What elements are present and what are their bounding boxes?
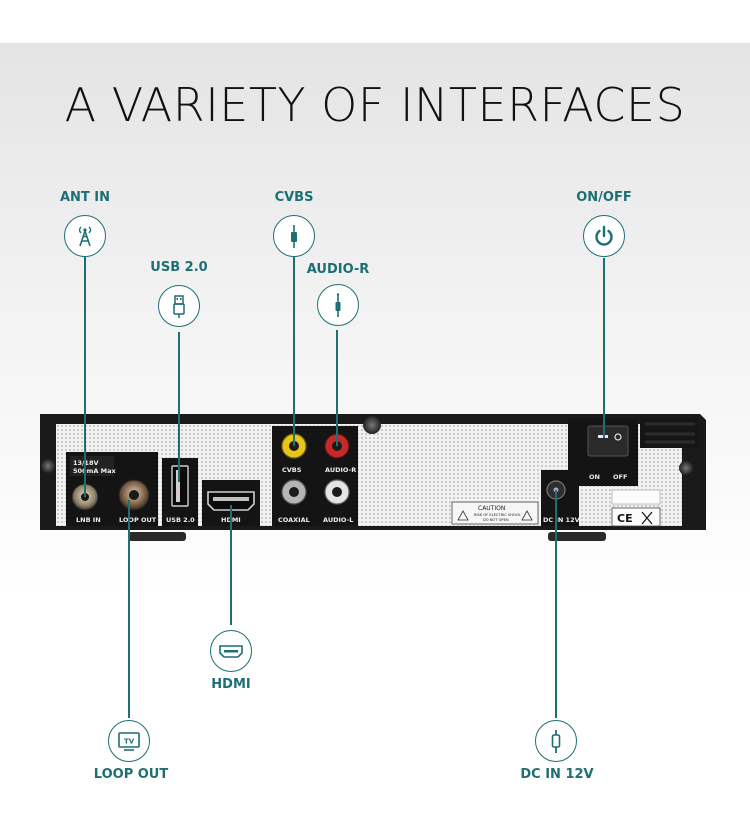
- hdmi-label: HDMI: [211, 677, 251, 692]
- on-off-badge: [583, 215, 625, 257]
- screw: [679, 461, 693, 475]
- audio-r-badge: [317, 284, 359, 326]
- connector-pin: [81, 493, 89, 501]
- usb-leader-line: [178, 332, 180, 482]
- on-off-label: ON/OFF: [576, 190, 632, 205]
- switch-off-label: OFF: [613, 473, 627, 481]
- jack-hole: [289, 487, 299, 497]
- hdmi-badge: [210, 630, 252, 672]
- spec-sticker: [611, 489, 661, 505]
- power-switch: [587, 425, 629, 457]
- dc-in-leader-line: [555, 490, 557, 718]
- loop-out-leader-line: [128, 500, 130, 718]
- power-icon: [595, 225, 613, 246]
- loop-out-label: LOOP OUT: [93, 767, 169, 782]
- switch-mark: [614, 433, 622, 441]
- audio-jack-icon: [335, 293, 341, 317]
- cvbs-badge: [273, 215, 315, 257]
- loop-out-badge: TV: [108, 720, 150, 762]
- caution-text: CAUTION: [478, 505, 505, 512]
- dc-in-badge: [535, 720, 577, 762]
- warning-triangle-icon: [457, 510, 469, 521]
- caution-label: [451, 501, 539, 525]
- ant-in-label: ANT IN: [59, 190, 111, 205]
- hdmi-pins: [213, 497, 249, 501]
- caution-line-2: DO NOT OPEN: [483, 518, 509, 522]
- antenna-tower-icon: [78, 226, 92, 247]
- tv-icon: TV: [118, 732, 140, 751]
- device-foot: [128, 532, 186, 541]
- dc-in-label: DC IN 12V: [520, 767, 594, 782]
- audio-r-label: AUDIO-R: [306, 262, 370, 277]
- audio-r-leader-line: [336, 330, 338, 446]
- page-title: A VARIETY OF INTERFACES: [64, 78, 686, 132]
- ant-in-leader-line: [84, 257, 86, 497]
- usb-badge: [158, 285, 200, 327]
- usb-plug-icon: [173, 295, 185, 318]
- cvbs-leader-line: [293, 256, 295, 446]
- device-foot: [548, 532, 606, 541]
- screw: [41, 459, 55, 473]
- dc-plug-icon: [551, 730, 561, 753]
- on-off-leader-line: [603, 258, 605, 438]
- caution-line-1: RISK OF ELECTRIC SHOCK: [474, 513, 521, 517]
- lnb-in-label: LNB IN: [76, 516, 101, 524]
- audio-r-port-label: AUDIO-R: [325, 466, 356, 474]
- weee-bin-icon: [641, 511, 653, 525]
- hdmi-connector-icon: [219, 645, 243, 658]
- switch-on-label: ON: [589, 473, 600, 481]
- ant-in-badge: [64, 215, 106, 257]
- ce-label: [611, 507, 661, 527]
- cord-stripes: [645, 422, 695, 444]
- coaxial-port-label: COAXIAL: [278, 516, 310, 524]
- spec-label-box: [70, 456, 114, 476]
- usb-port-label: USB 2.0: [166, 516, 195, 524]
- usb-label: USB 2.0: [150, 260, 208, 275]
- screw: [363, 416, 381, 434]
- svg-text:TV: TV: [124, 738, 135, 746]
- jack-hole: [332, 441, 342, 451]
- warning-triangle-icon: [521, 510, 533, 521]
- spec-bottom: 500mA Max: [73, 467, 116, 475]
- ce-mark: CE: [617, 512, 633, 525]
- connector-pin: [129, 490, 139, 500]
- loop-out-port-label: LOOP OUT: [119, 516, 157, 524]
- audio-l-port-label: AUDIO-L: [323, 516, 353, 524]
- hdmi-leader-line: [230, 505, 232, 625]
- usb-tongue: [176, 470, 180, 502]
- cvbs-port-label: CVBS: [282, 466, 302, 474]
- jack-hole: [289, 441, 299, 451]
- jack-hole: [332, 487, 342, 497]
- cvbs-label: CVBS: [274, 190, 314, 205]
- dc-in-port-label: DC IN 12V: [543, 516, 580, 524]
- rca-plug-icon: [291, 225, 297, 248]
